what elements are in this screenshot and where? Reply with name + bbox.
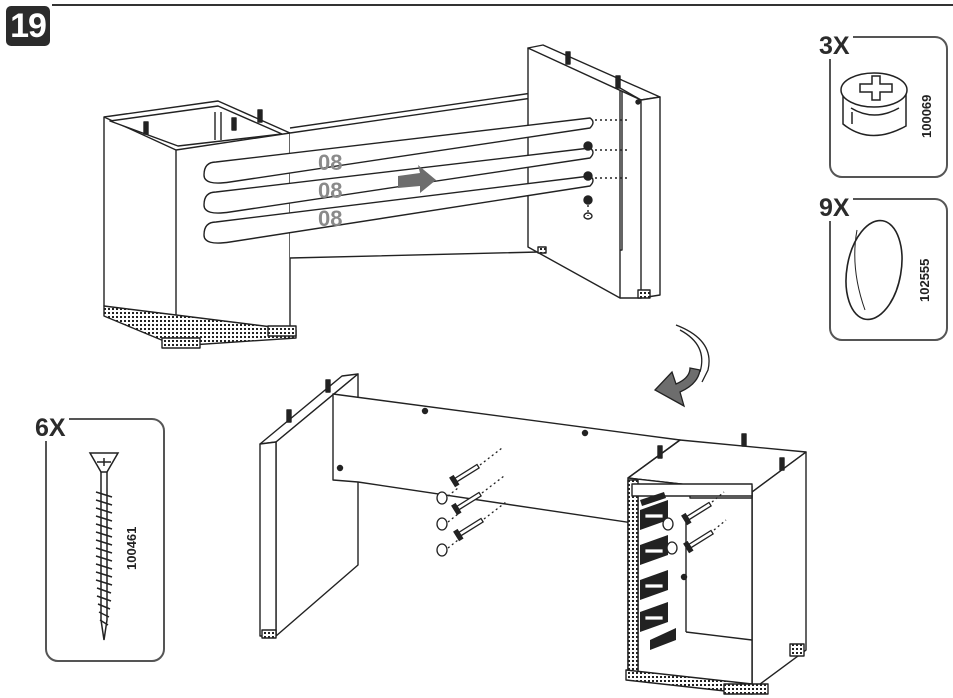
cover-cap-icon [845, 219, 903, 321]
quantity-screw: 6X [32, 415, 69, 441]
quantity-cover-cap: 9X [816, 195, 853, 221]
panel-label-08-top: 08 [318, 150, 343, 175]
screw-icon [88, 452, 120, 641]
top-assembly [103, 44, 661, 349]
bottom-assembly [259, 373, 807, 695]
part-number-screw: 100461 [124, 526, 139, 570]
part-number-cover-cap: 102555 [917, 258, 932, 302]
panel-label-08-middle: 08 [318, 178, 343, 203]
part-number-cam-lock: 100069 [919, 94, 934, 138]
slide-direction-arrow [398, 165, 436, 193]
cam-lock-icon [840, 72, 908, 137]
quantity-cam-lock: 3X [816, 33, 853, 59]
rotate-arrow-icon [653, 324, 710, 408]
insert-screws [436, 447, 727, 557]
header-rule [52, 4, 953, 6]
step-number-badge: 19 [6, 6, 50, 46]
panel-label-08-bottom: 08 [318, 206, 343, 231]
